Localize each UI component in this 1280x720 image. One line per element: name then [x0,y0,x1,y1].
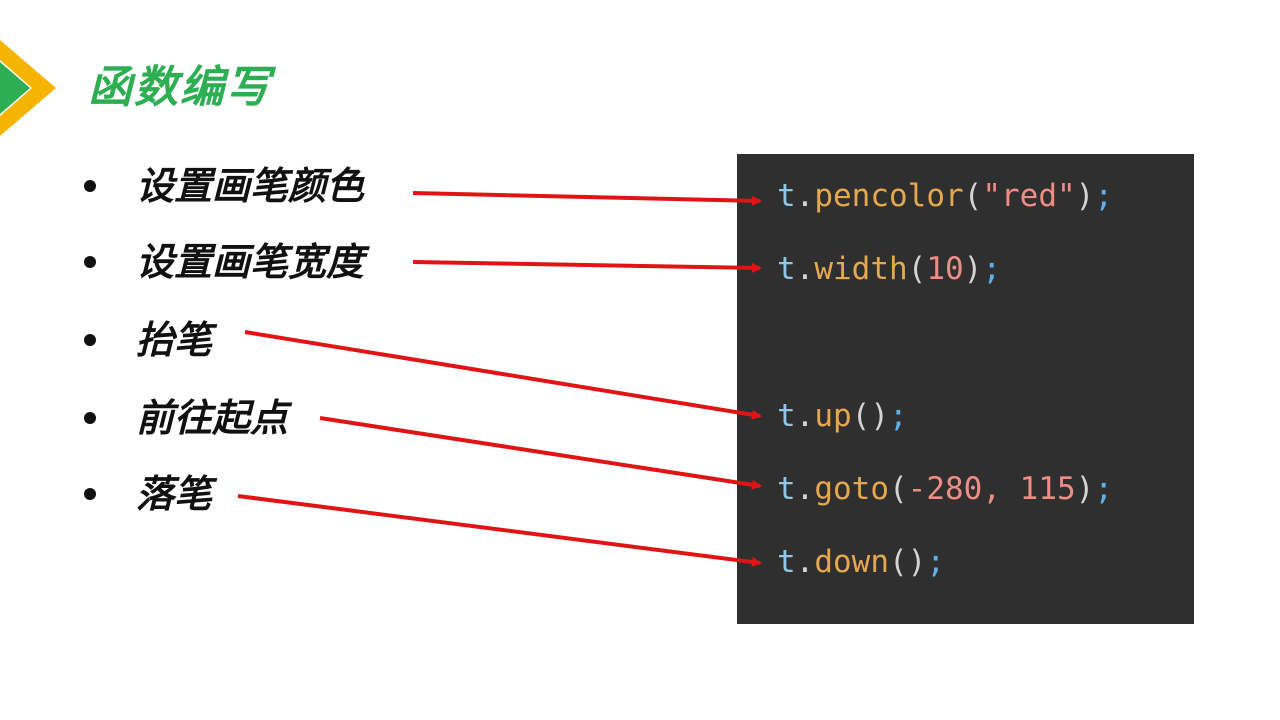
code-method: width [814,251,908,287]
bullet-list: 设置画笔颜色 设置画笔宽度 抬笔 前往起点 落笔 [84,160,364,520]
bullet-item-pen-up: 抬笔 [84,314,212,366]
code-open-paren: ( [907,251,927,287]
code-object: t [777,178,796,214]
bullet-dot-icon [84,334,96,346]
code-line-width: t.width(10); [777,249,1001,289]
code-dot: . [795,178,815,214]
code-object: t [777,544,796,580]
code-object: t [777,471,796,507]
code-object: t [777,251,796,287]
code-line-down: t.down(); [777,542,945,582]
bullet-label: 设置画笔宽度 [136,240,365,284]
chevron-outer-shape [0,40,56,136]
code-dot: . [795,251,815,287]
code-line-up: t.up(); [777,396,908,436]
code-method: goto [814,471,889,507]
bullet-item-goto-start: 前往起点 [84,392,288,444]
code-semicolon: ; [1094,471,1113,507]
code-close-paren: ) [1075,471,1095,507]
bullet-label: 前往起点 [136,396,289,440]
code-args: -280, 115 [907,471,1076,507]
code-method: down [814,544,889,580]
code-semicolon: ; [889,398,908,434]
bullet-item-pen-down: 落笔 [84,468,212,520]
bullet-dot-icon [84,412,96,424]
bullet-dot-icon [84,180,96,192]
code-close-paren: ) [1075,178,1095,214]
code-semicolon: ; [1094,178,1113,214]
bullet-label: 落笔 [136,472,213,516]
code-semicolon: ; [982,251,1002,287]
code-args: "red" [982,178,1076,214]
code-line-pencolor: t.pencolor("red"); [777,176,1113,216]
code-args: 10 [926,251,964,287]
bullet-item-set-pen-width: 设置画笔宽度 [84,236,364,288]
code-open-paren: ( [963,178,983,214]
chevron-logo-icon [0,40,56,136]
bullet-label: 抬笔 [136,318,213,362]
code-panel: t.pencolor("red"); t.width(10); t.up(); … [737,154,1194,624]
code-open-paren: ( [889,544,908,580]
code-dot: . [795,471,815,507]
code-method: up [814,398,852,434]
code-open-paren: ( [851,398,871,434]
code-open-paren: ( [889,471,908,507]
code-method: pencolor [814,178,964,214]
bullet-dot-icon [84,256,96,268]
code-object: t [777,398,796,434]
code-semicolon: ; [926,544,946,580]
code-close-paren: ) [870,398,890,434]
code-line-goto: t.goto(-280, 115); [777,469,1113,509]
bullet-item-set-pen-color: 设置画笔颜色 [84,160,364,212]
slide-title: 函数编写 [88,62,272,113]
bullet-dot-icon [84,488,96,500]
code-dot: . [795,544,815,580]
code-close-paren: ) [907,544,927,580]
code-close-paren: ) [963,251,983,287]
bullet-label: 设置画笔颜色 [136,164,365,208]
chevron-inner-shape [0,62,30,114]
code-dot: . [795,398,815,434]
